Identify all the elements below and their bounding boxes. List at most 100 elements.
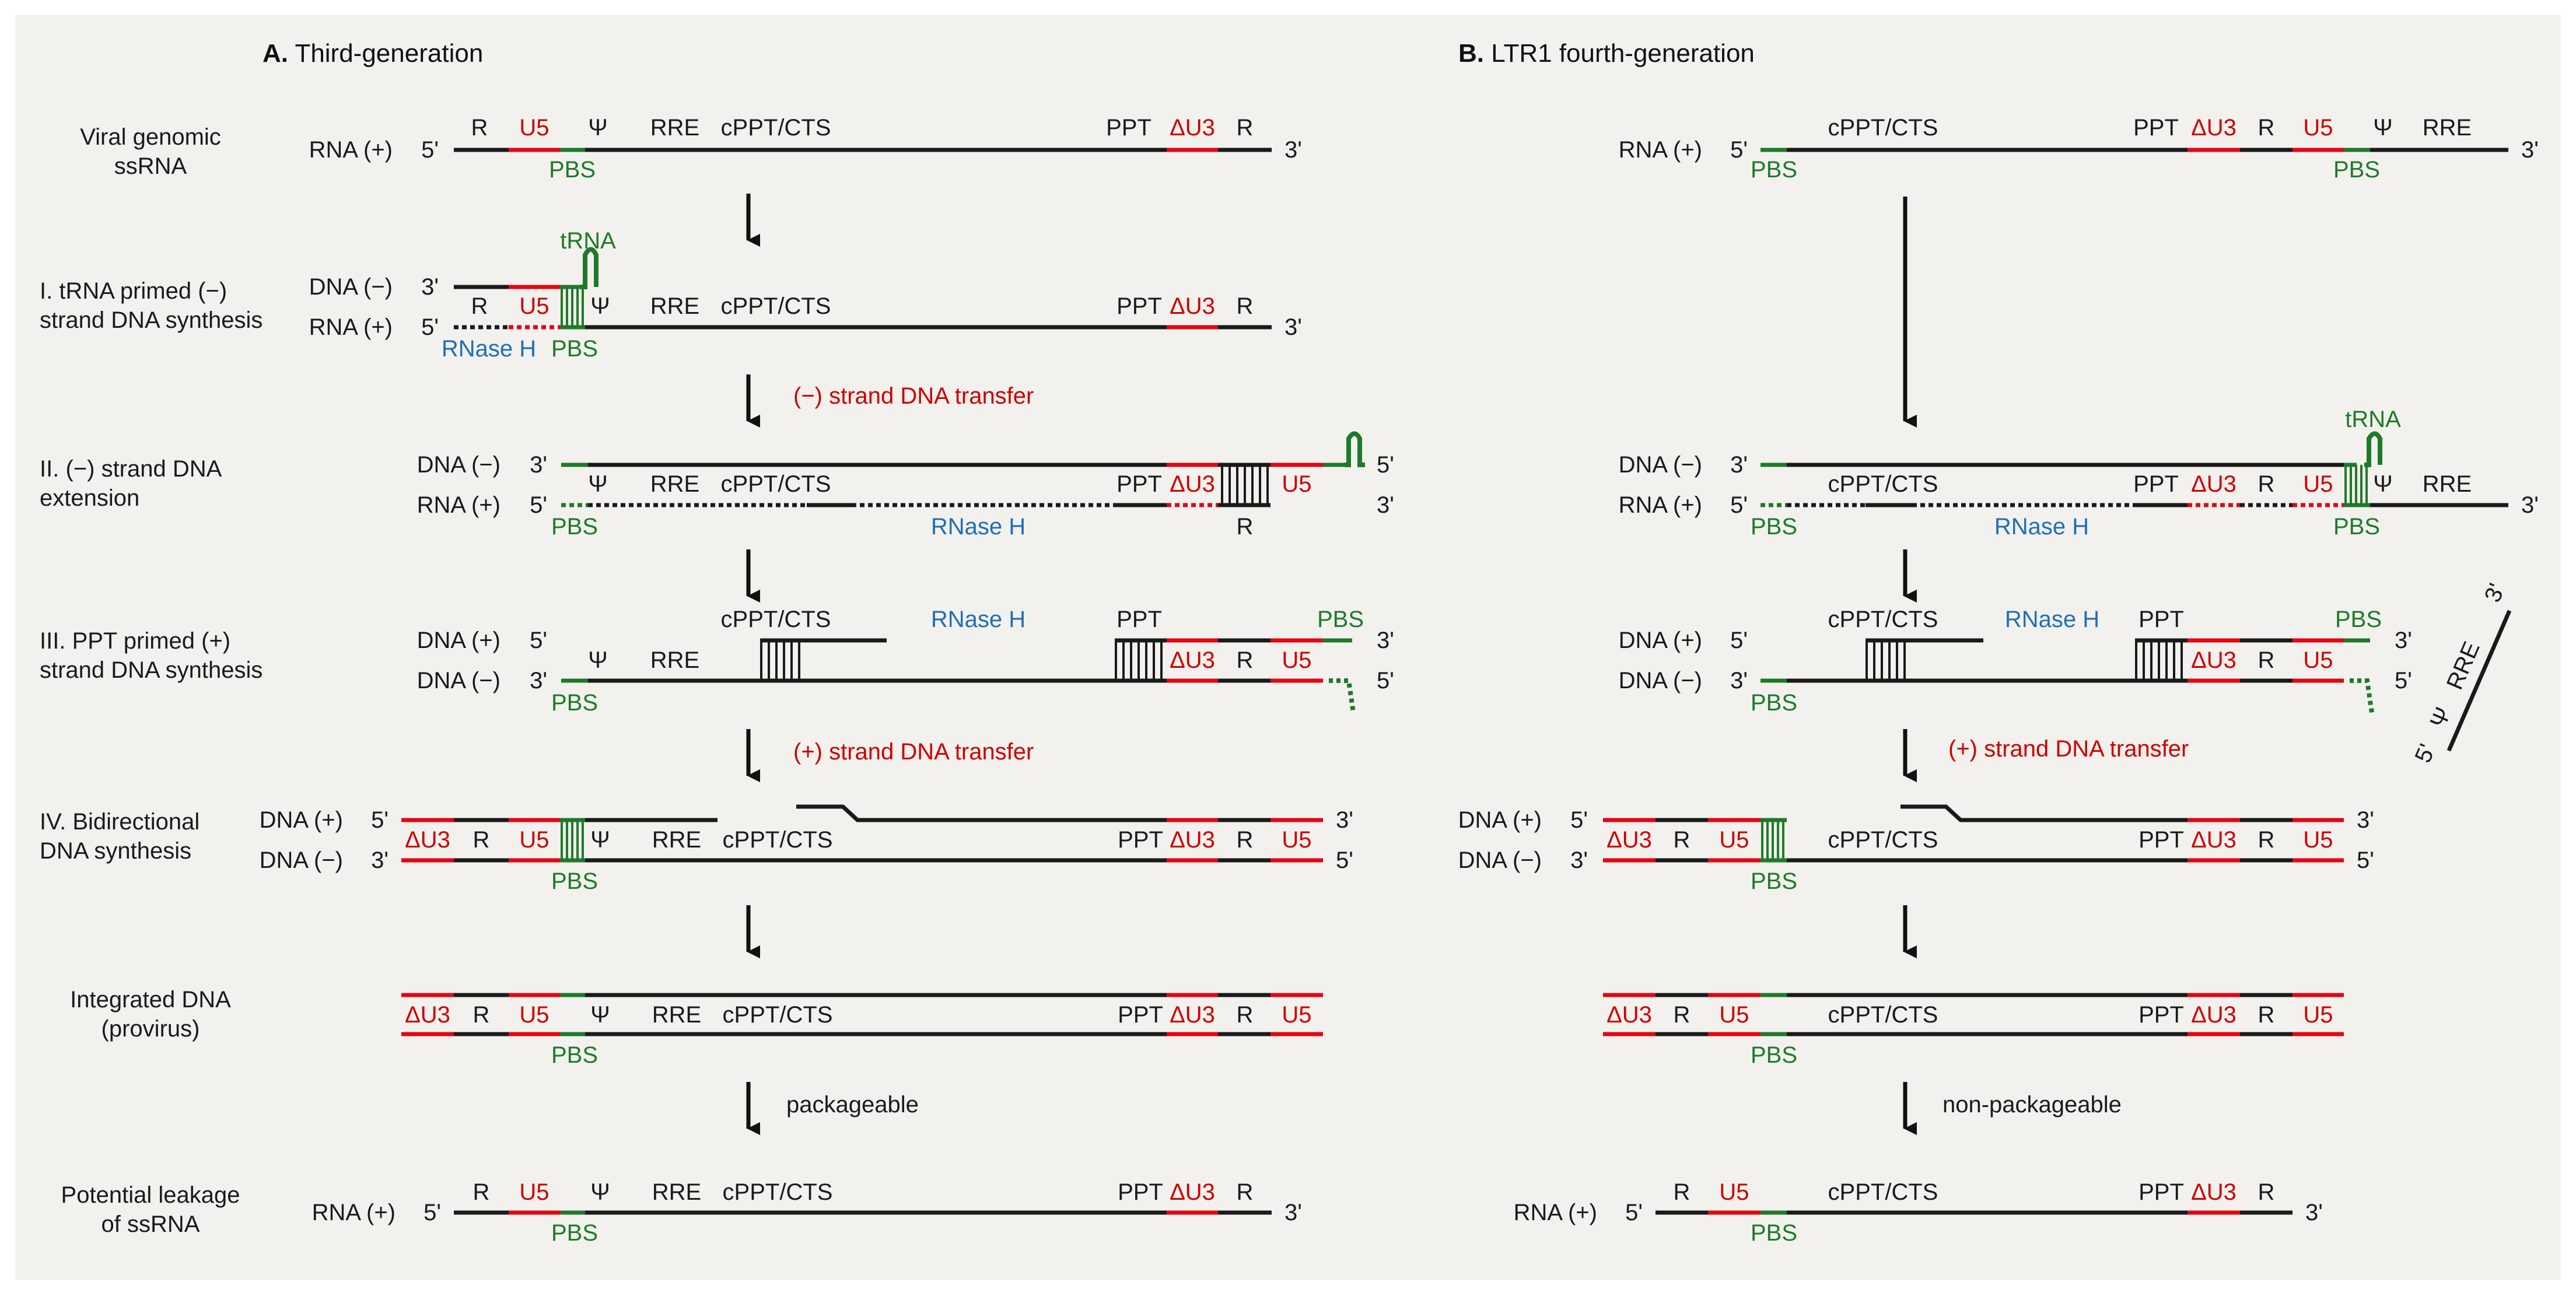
stage-2-label: II. (−) strand DNA bbox=[40, 456, 222, 482]
a3-primer-pairs bbox=[760, 642, 1163, 679]
stage-4-label: IV. Bidirectional bbox=[40, 809, 200, 835]
b3-five-prime: 5' bbox=[2395, 668, 2412, 693]
stage-1-label: strand DNA synthesis bbox=[40, 307, 262, 333]
b3-five-prime: 5' bbox=[1730, 628, 1748, 653]
stage-6-label: of ssRNA bbox=[102, 1211, 200, 1237]
a1-tRNA-icon bbox=[580, 247, 598, 289]
a5-PPT: PPT bbox=[1118, 1002, 1163, 1028]
b2-PPT: PPT bbox=[2133, 471, 2179, 497]
a4-dU3-2: ΔU3 bbox=[1170, 827, 1215, 853]
a2-RRE: RRE bbox=[650, 471, 699, 497]
b4-dU3-2: ΔU3 bbox=[2191, 827, 2236, 853]
b4-five-prime: 5' bbox=[2357, 847, 2374, 873]
stage-3-label: strand DNA synthesis bbox=[40, 657, 262, 683]
b3-primer-pairs bbox=[1866, 642, 2183, 679]
b3-PBS2: PBS bbox=[1751, 690, 1797, 716]
b5-R: R bbox=[1674, 1002, 1690, 1028]
a3-cPPT: cPPT/CTS bbox=[721, 607, 831, 632]
a5-R: R bbox=[473, 1002, 490, 1028]
b5-cPPT: cPPT/CTS bbox=[1828, 1002, 1938, 1028]
a0-R: R bbox=[471, 115, 488, 141]
b4-strands bbox=[1603, 804, 2344, 863]
b2-strand-type: DNA (−) bbox=[1619, 452, 1702, 478]
a1-tRNA: tRNA bbox=[560, 228, 616, 254]
b2-psi: Ψ bbox=[2373, 471, 2392, 497]
b0-PPT: PPT bbox=[2133, 115, 2179, 141]
b2-three-prime: 3' bbox=[2521, 492, 2539, 518]
b6-strand-type: RNA (+) bbox=[1514, 1200, 1597, 1225]
a2-psi: Ψ bbox=[588, 471, 607, 497]
b6-PBS: PBS bbox=[1751, 1220, 1797, 1246]
a4-PPT: PPT bbox=[1118, 827, 1163, 853]
b3-strand-type: DNA (+) bbox=[1619, 628, 1702, 653]
b3-tRNA-remnant-icon bbox=[2350, 678, 2374, 713]
b0-PBS: PBS bbox=[1751, 157, 1797, 183]
a1-five-prime: 5' bbox=[421, 314, 439, 340]
a0-U5: U5 bbox=[519, 115, 549, 141]
b6-three-prime: 3' bbox=[2305, 1200, 2323, 1225]
b6-R: R bbox=[1674, 1179, 1690, 1205]
b4-base-pairs bbox=[1761, 820, 1784, 860]
non-packageable-label: non-packageable bbox=[1943, 1092, 2122, 1118]
transition-arrows bbox=[746, 194, 1917, 1136]
a1-base-pairs bbox=[561, 287, 584, 327]
a3-U5: U5 bbox=[1282, 647, 1311, 673]
a4-dU3: ΔU3 bbox=[405, 827, 450, 853]
a5-U5-2: U5 bbox=[1282, 1002, 1311, 1028]
b4-three-prime: 3' bbox=[1570, 847, 1588, 873]
a3-five-prime: 5' bbox=[1377, 668, 1394, 693]
b4-PBS: PBS bbox=[1751, 868, 1797, 894]
a4-R: R bbox=[473, 827, 490, 853]
b0-psi: Ψ bbox=[2373, 115, 2392, 141]
a4-PBS: PBS bbox=[551, 868, 598, 894]
a3-strand-type: DNA (−) bbox=[417, 668, 501, 693]
packageable-label: packageable bbox=[786, 1092, 919, 1118]
a5-R2: R bbox=[1237, 1002, 1254, 1028]
a1-strands bbox=[454, 285, 1272, 330]
b4-dU3: ΔU3 bbox=[1606, 827, 1652, 853]
a0-PBS: PBS bbox=[549, 157, 596, 183]
b2-base-pairs bbox=[2344, 465, 2368, 505]
a5-dU3-2: ΔU3 bbox=[1170, 1002, 1215, 1028]
a2-U5: U5 bbox=[1282, 471, 1311, 497]
a3-three-prime: 3' bbox=[1377, 628, 1394, 653]
a6-U5: U5 bbox=[519, 1179, 549, 1205]
a4-RRE: RRE bbox=[652, 827, 701, 853]
b2-RRE: RRE bbox=[2423, 471, 2472, 497]
b4-strand-type: DNA (−) bbox=[1458, 847, 1542, 873]
stage-0-label: Viral genomic bbox=[80, 124, 221, 150]
a1-three-prime: 3' bbox=[421, 274, 439, 300]
a6-cPPT: cPPT/CTS bbox=[723, 1179, 833, 1205]
a4-three-prime: 3' bbox=[371, 847, 388, 873]
b3-U5: U5 bbox=[2303, 647, 2333, 673]
a3-psi: Ψ bbox=[588, 647, 607, 673]
a1-R2: R bbox=[1237, 293, 1254, 319]
b4-R: R bbox=[1674, 827, 1690, 853]
a2-dU3: ΔU3 bbox=[1170, 471, 1215, 497]
a1-strand-type: RNA (+) bbox=[309, 314, 393, 340]
a6-five-prime: 5' bbox=[424, 1200, 441, 1225]
a4-cPPT: cPPT/CTS bbox=[723, 827, 833, 853]
a0-psi: Ψ bbox=[588, 115, 607, 141]
stage-0-label: ssRNA bbox=[114, 153, 187, 179]
a0-five-prime: 5' bbox=[421, 137, 439, 163]
a2-strand-type: RNA (+) bbox=[417, 492, 501, 518]
b0-cPPT: cPPT/CTS bbox=[1828, 115, 1938, 141]
b6-R2: R bbox=[2258, 1179, 2275, 1205]
b2-RNaseH: RNase H bbox=[1994, 514, 2089, 540]
a2-PBS: PBS bbox=[551, 514, 598, 540]
b3-RNaseH: RNase H bbox=[2005, 607, 2099, 632]
plus-strand-transfer-a-label: (+) strand DNA transfer bbox=[793, 739, 1034, 765]
b0-strand-type: RNA (+) bbox=[1619, 137, 1702, 163]
a0-R2: R bbox=[1237, 115, 1254, 141]
a2-three-prime: 3' bbox=[1377, 492, 1394, 518]
a6-PPT: PPT bbox=[1118, 1179, 1163, 1205]
